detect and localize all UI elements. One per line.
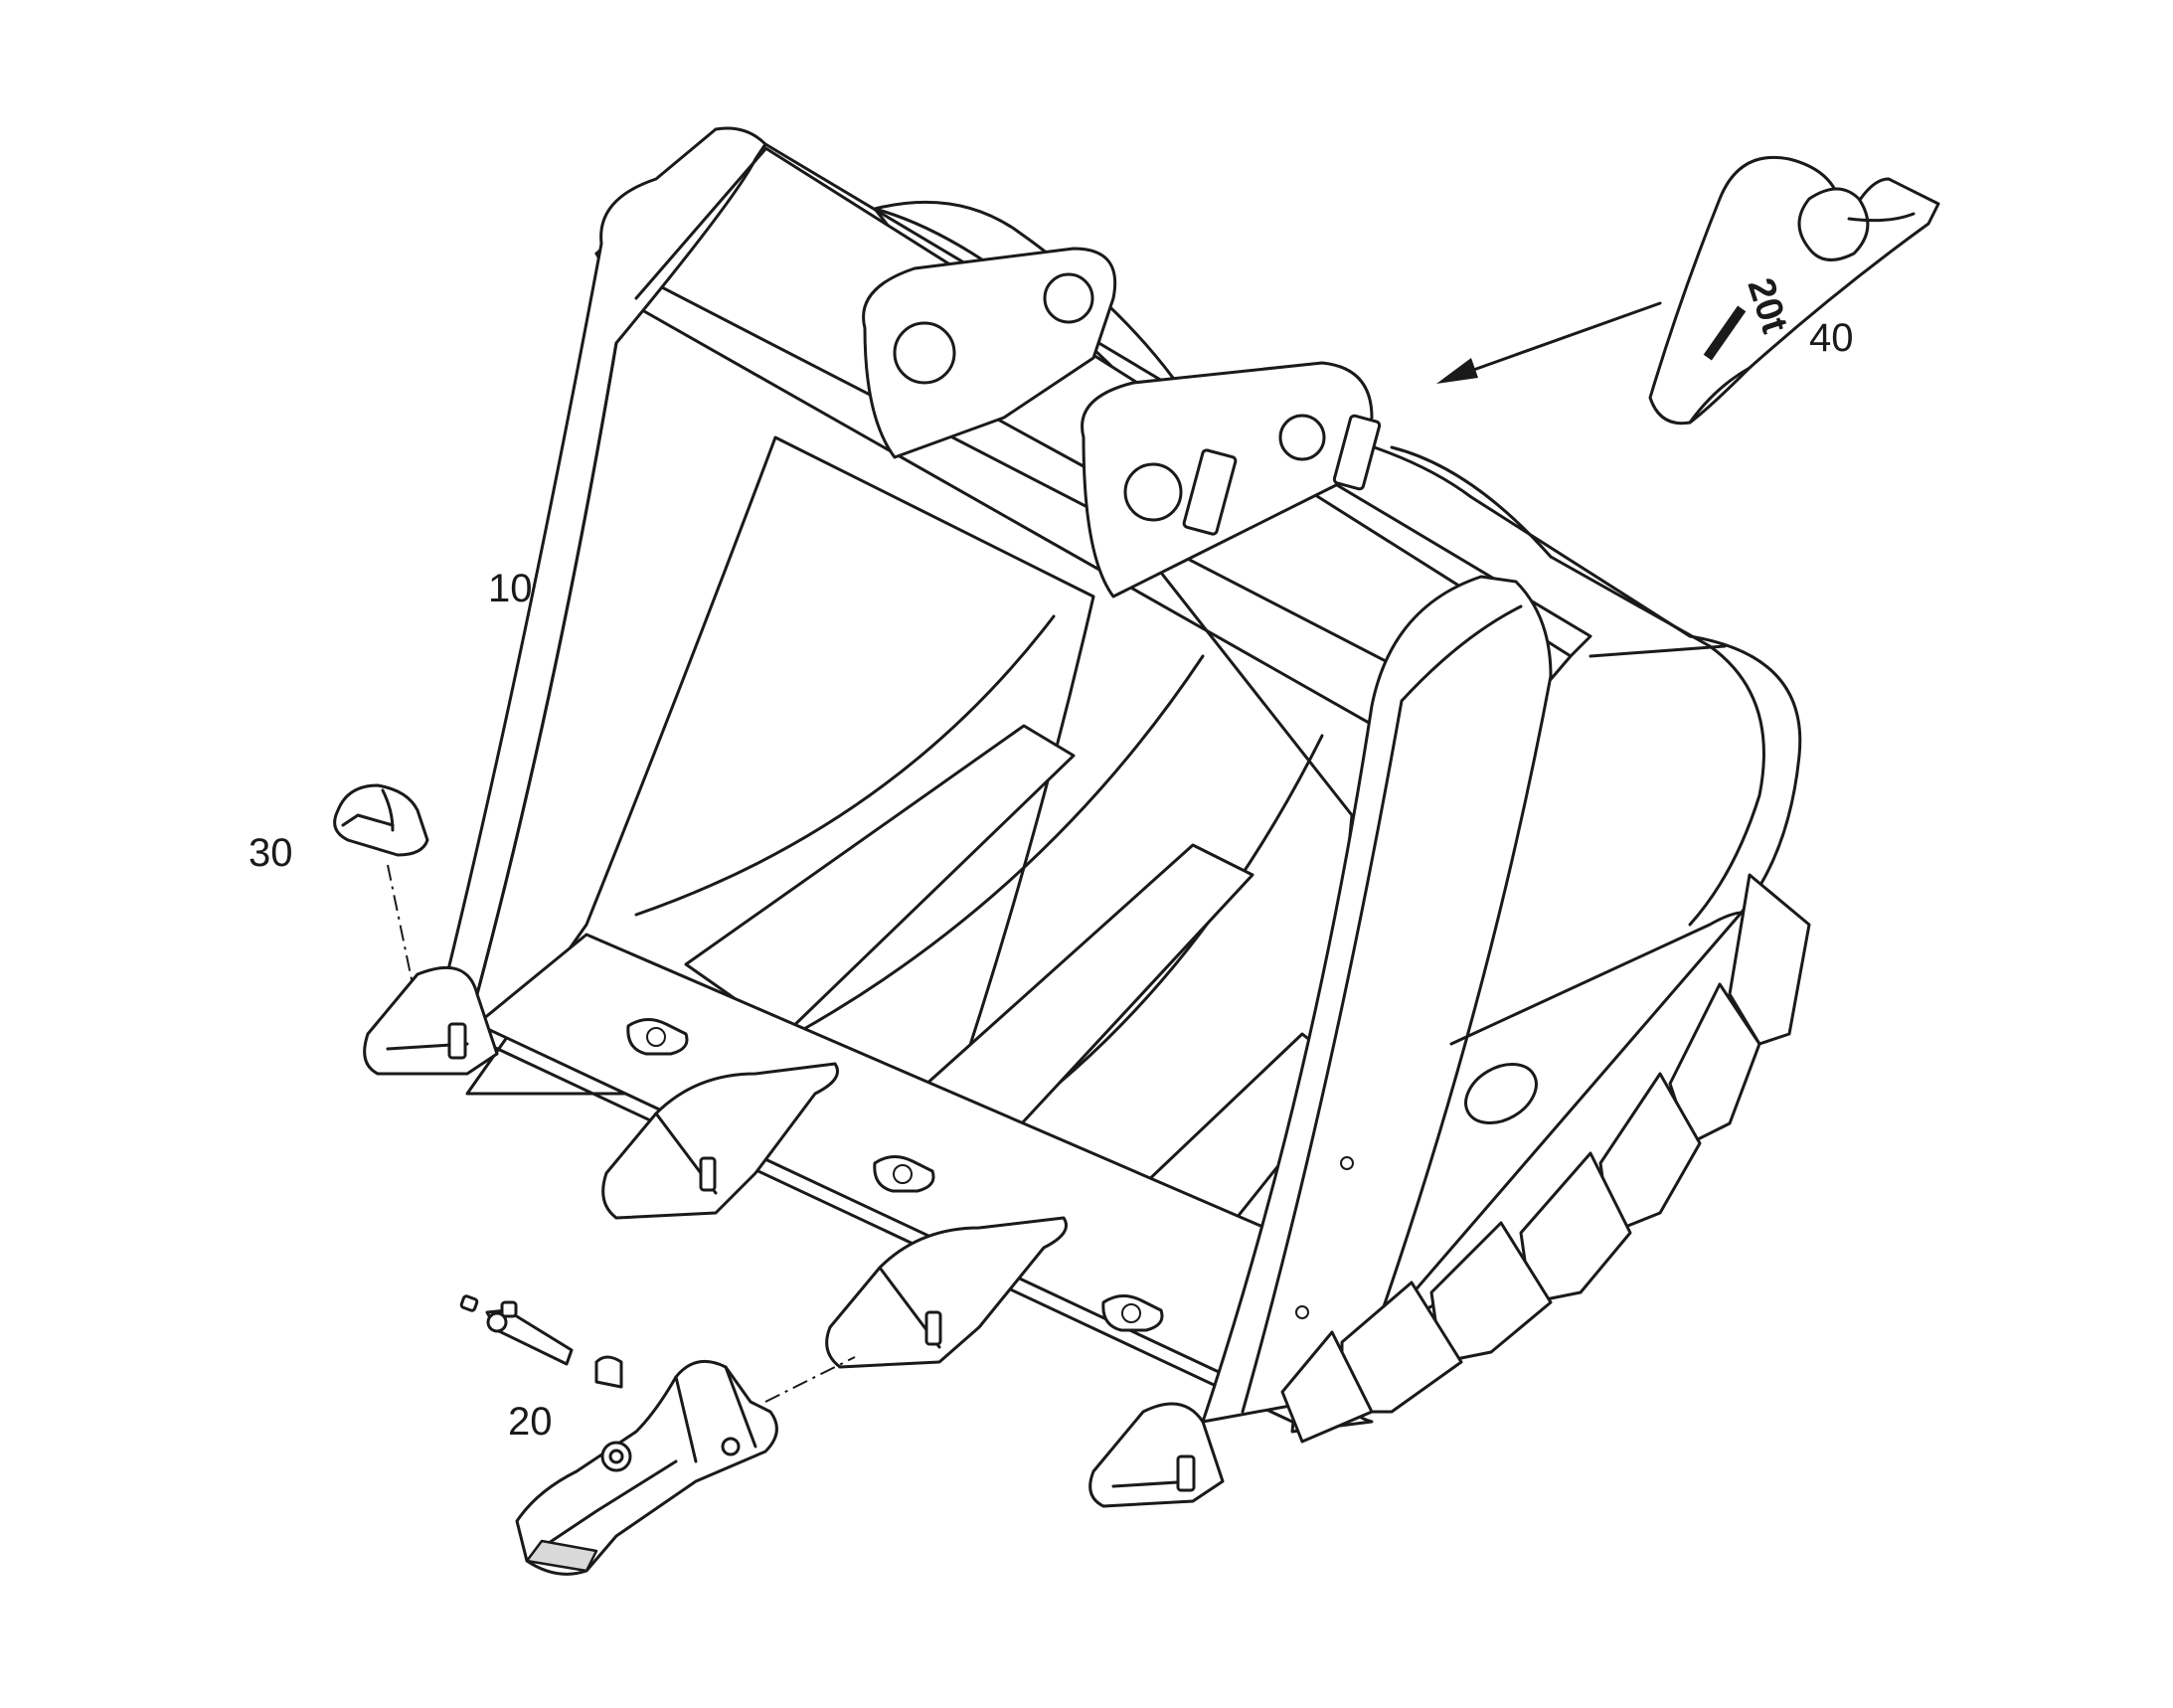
tooth-part-20 [515, 1356, 856, 1576]
lip-lock-marks [626, 1018, 1164, 1332]
callout-label-30: 30 [249, 831, 293, 875]
callout-label-20: 20 [508, 1400, 553, 1444]
adapter-left-corner [363, 965, 499, 1076]
side-wear-segments [1280, 873, 1811, 1444]
tooth-pin-set [459, 1294, 623, 1389]
left-side-plate [435, 126, 767, 1016]
bucket-bowl [465, 435, 1394, 1424]
callout-label-40: 40 [1809, 316, 1854, 360]
adapter-1 [601, 1062, 839, 1220]
mounting-brackets [862, 247, 1382, 598]
corner-cover-part-30 [333, 783, 429, 985]
adapter-2 [825, 1216, 1068, 1369]
adapter-right-corner [1088, 1402, 1225, 1508]
lifting-eye-part-40: 20t [1436, 155, 1940, 426]
callout-label-10: 10 [488, 567, 533, 610]
right-side-plate [1201, 575, 1765, 1424]
